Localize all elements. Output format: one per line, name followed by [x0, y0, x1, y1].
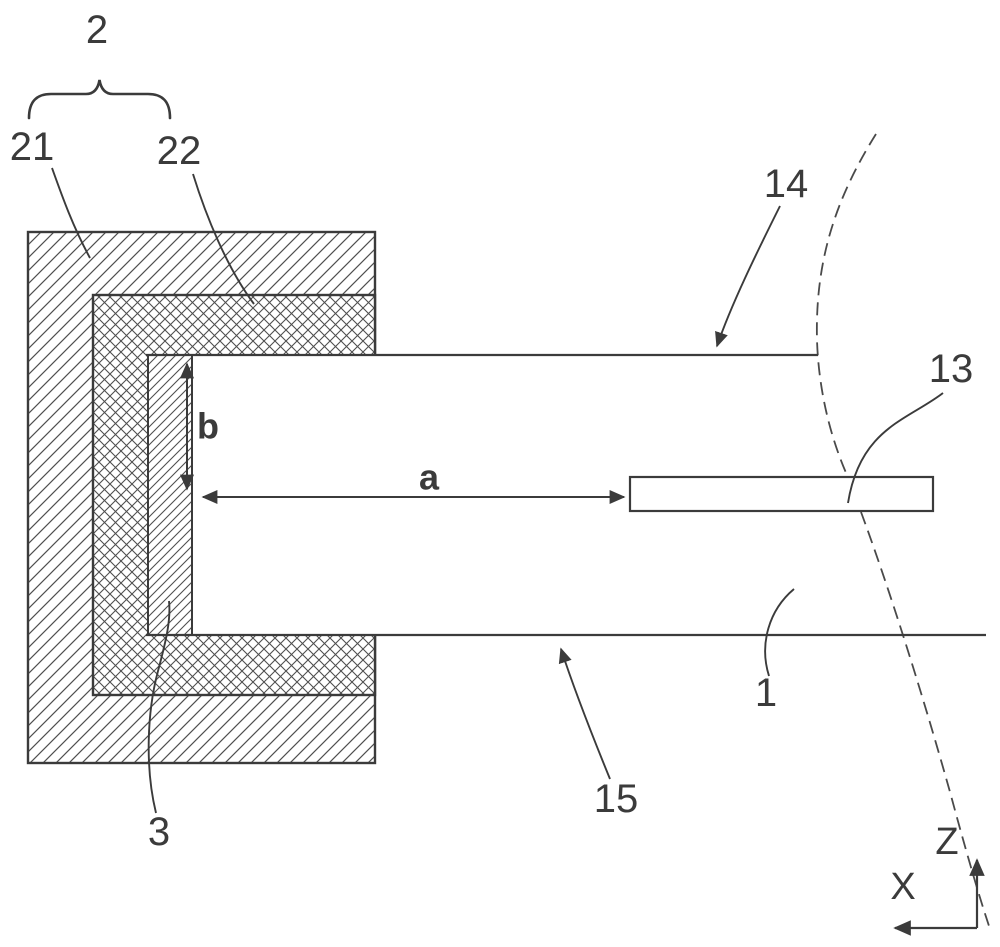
leader-line-14: [715, 205, 781, 348]
coordinate-axes: Z X: [890, 821, 985, 936]
dimension-b: b: [179, 362, 219, 491]
label-22: 22: [157, 129, 202, 173]
dimension-a-label: a: [419, 457, 440, 498]
leader-line-22: [192, 173, 255, 305]
label-21: 21: [10, 125, 55, 169]
axis-x-label: X: [890, 866, 915, 908]
break-line-upper: [816, 133, 877, 497]
leader-line-3: [147, 600, 171, 814]
leader-line-13: [847, 392, 944, 504]
embedded-bar-13: [628, 475, 935, 513]
label-13: 13: [929, 347, 974, 391]
group-brace-2: [27, 79, 172, 120]
leader-line-21: [51, 167, 91, 259]
dimension-a: a: [201, 457, 626, 505]
label-14: 14: [764, 162, 809, 206]
break-line-lower: [860, 511, 990, 927]
leader-line-1: [764, 588, 795, 677]
label-1: 1: [755, 671, 777, 715]
label-2: 2: [86, 8, 108, 52]
label-15: 15: [594, 777, 639, 821]
leader-line-15: [558, 647, 611, 780]
axis-z-label: Z: [935, 821, 958, 863]
adhesive-layer-3: [147, 354, 193, 636]
label-3: 3: [148, 810, 170, 854]
dimension-b-label: b: [197, 406, 219, 447]
